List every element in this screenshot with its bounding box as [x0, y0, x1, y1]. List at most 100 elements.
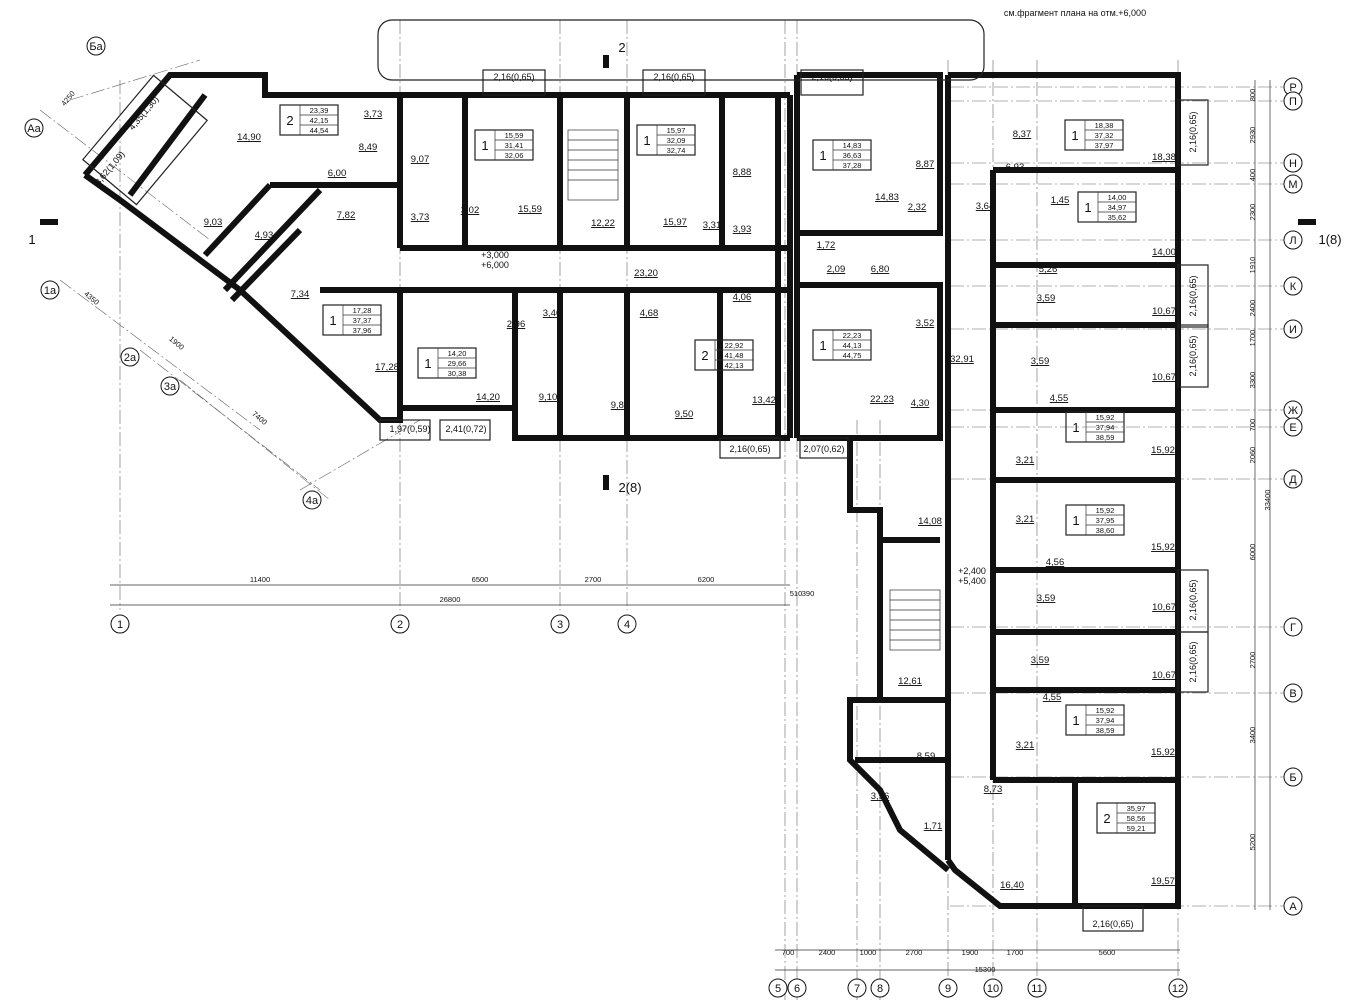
apartment-area-with-balcony: 44,54: [310, 126, 329, 135]
dimension: 26800: [440, 595, 461, 604]
axis-bubble-circle: [1168, 978, 1188, 998]
dimension: 6500: [472, 575, 489, 584]
room-area: 32,91: [950, 354, 974, 365]
dimension-lines: [110, 80, 1271, 971]
axis-bubble-circle: [1283, 617, 1303, 637]
axis-bubble: 4а: [306, 495, 319, 507]
apartment-total-area: 34,97: [1108, 203, 1127, 212]
room-area: 3,59: [1037, 293, 1056, 304]
axis-bubble: Ж: [1288, 405, 1298, 417]
room-area: 1,71: [924, 821, 943, 832]
apartment-box: [636, 124, 696, 156]
apartment-room-count: 1: [1072, 513, 1079, 528]
apartment-total-area: 37,94: [1096, 716, 1115, 725]
balcony-area: 3,62(1,09): [93, 149, 127, 187]
axis-bubble-circle: [1283, 91, 1303, 111]
axis-bubble-circle: [1283, 469, 1303, 489]
room-area: 9,07: [411, 154, 430, 165]
room-area: 17,28: [375, 362, 399, 373]
room-area: 14,90: [237, 132, 261, 143]
plan-reference-note: см.фрагмент плана на отм.+6,000: [1004, 8, 1146, 18]
apartment-area-with-balcony: 44,75: [843, 351, 862, 360]
level-mark: +3,000: [481, 250, 509, 260]
dimension: 3300: [1248, 372, 1257, 389]
axis-bubble-circle: [120, 347, 140, 367]
room-area: 2,32: [908, 202, 927, 213]
room-area: 15,92: [1151, 747, 1175, 758]
room-area: 5,26: [1039, 264, 1058, 275]
room-area: 3,59: [1031, 356, 1050, 367]
axis-bubble-circle: [390, 614, 410, 634]
axis-bubble: 2а: [124, 352, 137, 364]
room-area: 3,21: [1016, 514, 1035, 525]
room-area: 3,59: [1031, 655, 1050, 666]
room-area: 3,52: [916, 318, 935, 329]
axis-bubble: П: [1289, 96, 1297, 108]
room-area: 4,93: [255, 230, 274, 241]
balcony-area: 2,16(0,65): [493, 72, 534, 82]
axis-bubble-circle: [86, 36, 106, 56]
apartment-room-count: 1: [424, 356, 431, 371]
room-area: 3,31: [703, 220, 722, 231]
room-area: 12,61: [898, 676, 922, 687]
balcony-area: 1,97(0,59): [389, 424, 430, 434]
axis-bubble: Л: [1289, 235, 1296, 247]
room-area: 9,10: [539, 392, 558, 403]
axis-bubble: 6: [794, 983, 800, 995]
apartment-label: [694, 339, 754, 371]
dimension: 11400: [250, 575, 270, 584]
axis-bubble: Ба: [89, 41, 103, 53]
dimension: 700: [782, 948, 795, 957]
apartment-area-with-balcony: 37,96: [353, 326, 372, 335]
room-area: 15,92: [1151, 445, 1175, 456]
apartment-room-count: 2: [701, 348, 708, 363]
balcony-area: 2,16(0,65): [1092, 919, 1133, 929]
apartment-label: [417, 347, 477, 379]
apartment-room-count: 1: [329, 313, 336, 328]
axis-bubble: Н: [1289, 158, 1297, 170]
section-mark-bottom: 2(8): [618, 480, 641, 495]
room-area: 3,02: [461, 205, 480, 216]
apartment-box: [812, 139, 872, 171]
apartment-box: [1065, 411, 1125, 443]
axis-bubble: 8: [877, 983, 883, 995]
room-area: 8,88: [733, 167, 752, 178]
axis-bubble-circle: [40, 280, 60, 300]
dimension: 510: [790, 589, 803, 598]
apartment-label: [636, 124, 696, 156]
axis-bubble: 7: [854, 983, 860, 995]
axis-bubble: 2: [397, 619, 403, 631]
dimension: 700: [1248, 419, 1257, 432]
balcony-area: 2,41(0,72): [445, 424, 486, 434]
room-area: 4,30: [911, 398, 930, 409]
axis-bubble: 9: [945, 983, 951, 995]
apartment-living-area: 35,97: [1127, 804, 1146, 813]
room-area: 10,67: [1152, 602, 1176, 613]
room-area: 18,38: [1152, 152, 1176, 163]
dimension: 6000: [1248, 544, 1257, 561]
apartment-box: [474, 129, 534, 161]
room-area: 14,83: [875, 192, 899, 203]
room-area: 10,67: [1152, 670, 1176, 681]
apartment-area-with-balcony: 30,38: [448, 369, 467, 378]
apartment-room-count: 1: [1084, 200, 1091, 215]
dimension: 15300: [975, 965, 996, 974]
dimension: 2060: [1248, 447, 1257, 464]
room-area: 3,21: [1016, 455, 1035, 466]
apartment-room-count: 2: [286, 113, 293, 128]
apartment-total-area: 41,48: [725, 351, 744, 360]
dimension: 1000: [860, 948, 877, 957]
room-area: 4,56: [1046, 557, 1065, 568]
apartment-box: [1065, 504, 1125, 536]
apartment-area-with-balcony: 38,59: [1096, 726, 1115, 735]
room-area: 23,20: [634, 268, 658, 279]
apartment-living-area: 15,92: [1096, 706, 1115, 715]
apartment-total-area: 32,09: [667, 136, 686, 145]
balcony-area: 2,16(0,65): [653, 72, 694, 82]
room-area: 7,82: [337, 210, 356, 221]
apartment-area-with-balcony: 32,06: [505, 151, 524, 160]
axis-bubble-circle: [870, 978, 890, 998]
apartment-total-area: 36,63: [843, 151, 862, 160]
axis-bubble-circle: [768, 978, 788, 998]
